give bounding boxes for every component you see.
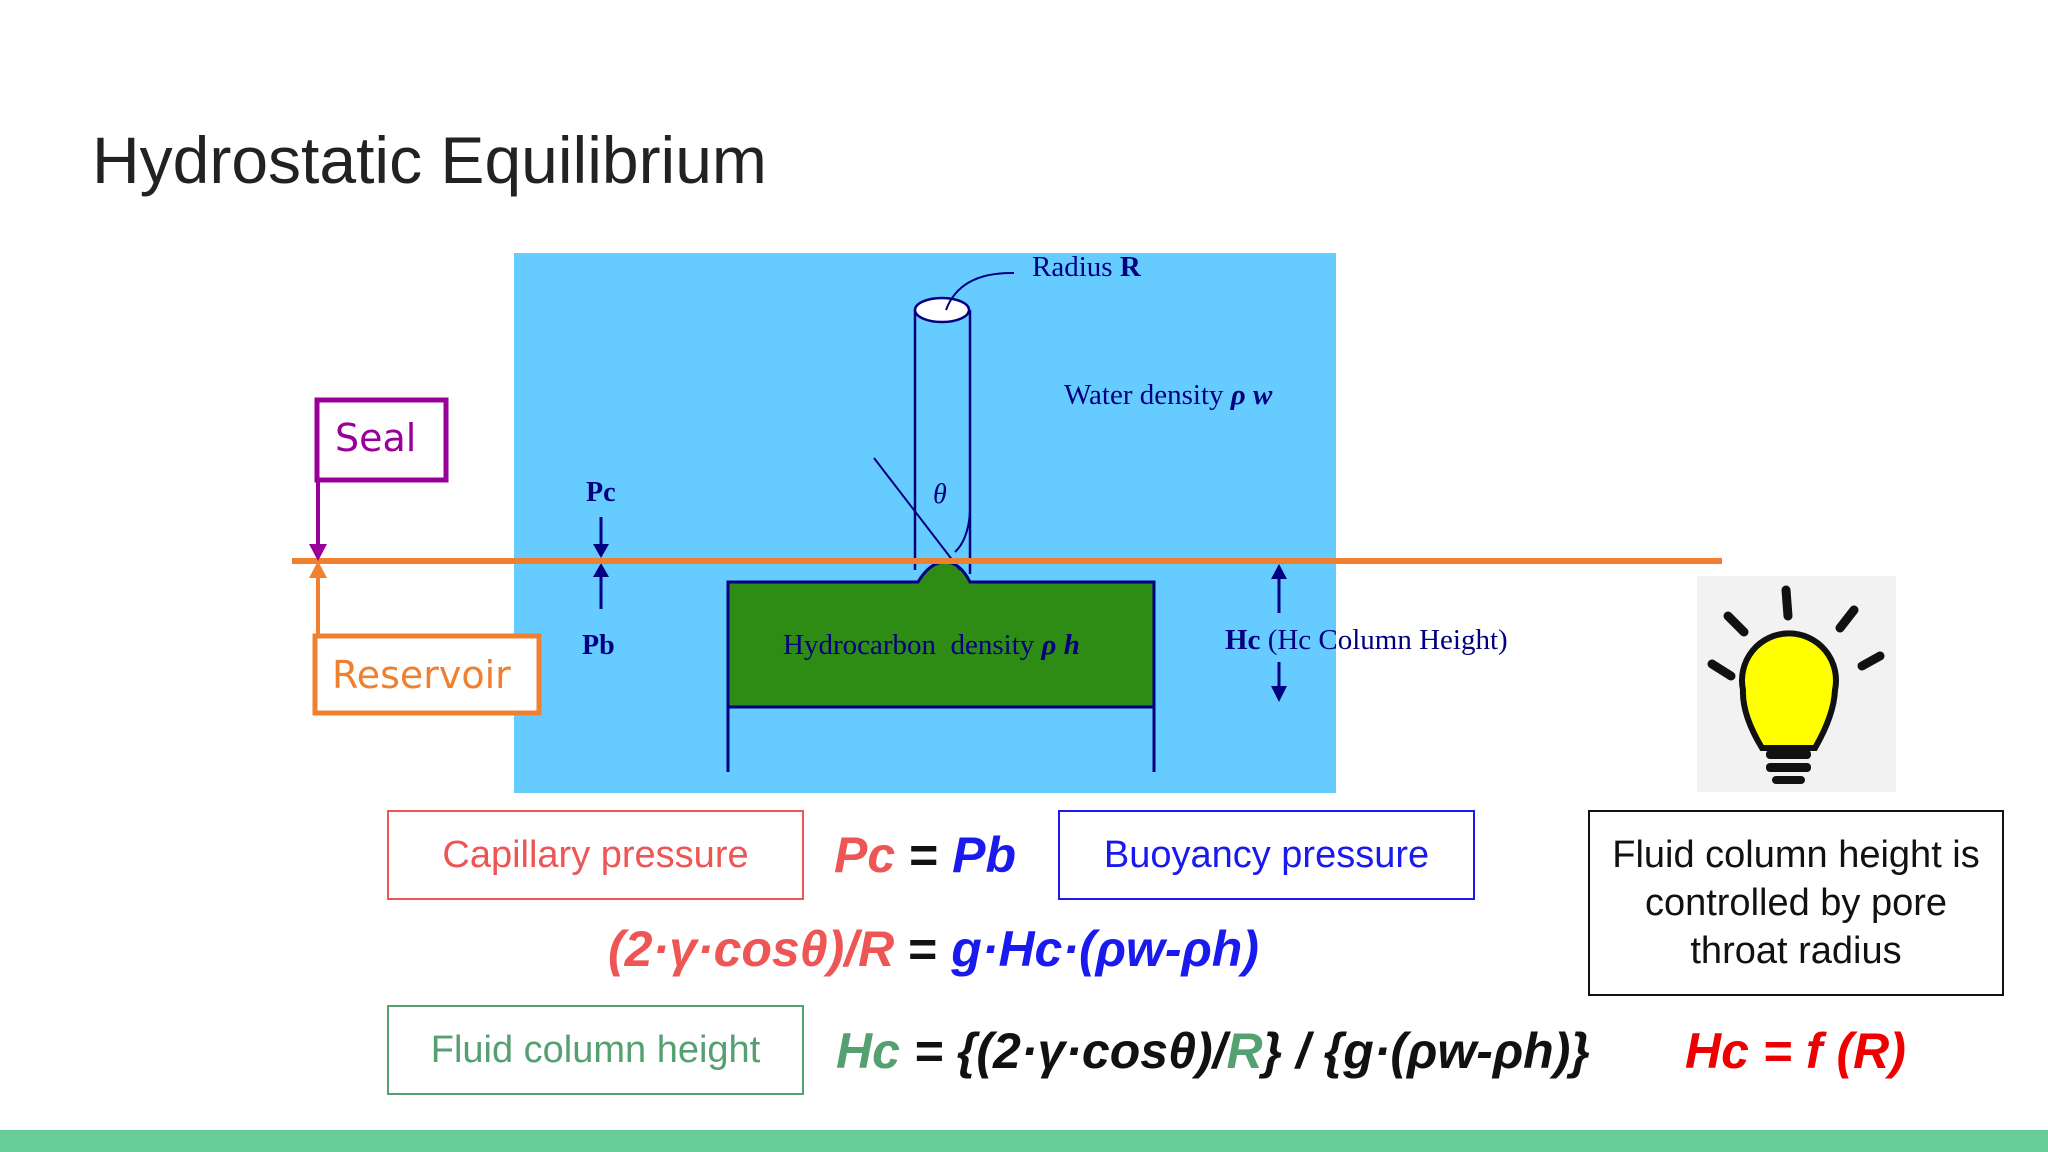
pb-arrow (593, 563, 609, 577)
footer-bar (0, 1130, 2048, 1152)
slide-title: Hydrostatic Equilibrium (92, 123, 767, 197)
equation-capillary-buoyancy: (2·γ·cosθ)/R = g·Hc·(ρw-ρh) (608, 921, 1259, 977)
seal-box (314, 397, 449, 483)
radius-leader (945, 271, 1015, 311)
hydrocarbon-density-label: Hydrocarbon density ρ h (783, 629, 1080, 661)
fluid-column-height-label: Fluid column height (430, 1028, 761, 1071)
tube-top (913, 296, 971, 324)
hc-label: Hc (Hc Column Height) (1225, 624, 1508, 656)
buoyancy-pressure-label: Buoyancy pressure (1103, 833, 1430, 876)
equation-hc-function-of-r: Hc = f (R) (1685, 1023, 1906, 1079)
pb-label: Pb (582, 630, 615, 661)
theta-label: θ (933, 479, 947, 510)
fluid-column-height-box: Fluid column height (387, 1005, 804, 1095)
hc-up-arrow (1271, 564, 1287, 579)
seal-label: Seal (335, 416, 416, 460)
capillary-pressure-label: Capillary pressure (442, 833, 749, 876)
note-text: Fluid column height is controlled by por… (1612, 834, 1980, 972)
reservoir-box (312, 633, 542, 716)
pc-arrow (593, 544, 609, 558)
buoyancy-pressure-box: Buoyancy pressure (1058, 810, 1475, 900)
equation-hc: Hc = {(2·γ·cosθ)/R} / {g·(ρw-ρh)} (836, 1023, 1590, 1079)
reservoir-label: Reservoir (332, 653, 511, 697)
note-box: Fluid column height is controlled by por… (1588, 810, 2004, 996)
theta-arc (954, 511, 971, 553)
radius-label: Radius R (1032, 251, 1142, 283)
seal-arrow (309, 544, 327, 561)
equation-pc-pb: Pc = Pb (834, 827, 1017, 883)
reservoir-arrow (309, 561, 327, 578)
water-density-label: Water density ρ w (1064, 379, 1273, 411)
hc-down-arrow (1271, 686, 1287, 702)
pc-label: Pc (586, 477, 616, 508)
contact-angle-line (873, 457, 961, 571)
capillary-pressure-box: Capillary pressure (387, 810, 804, 900)
lightbulb-icon (1697, 576, 1896, 792)
